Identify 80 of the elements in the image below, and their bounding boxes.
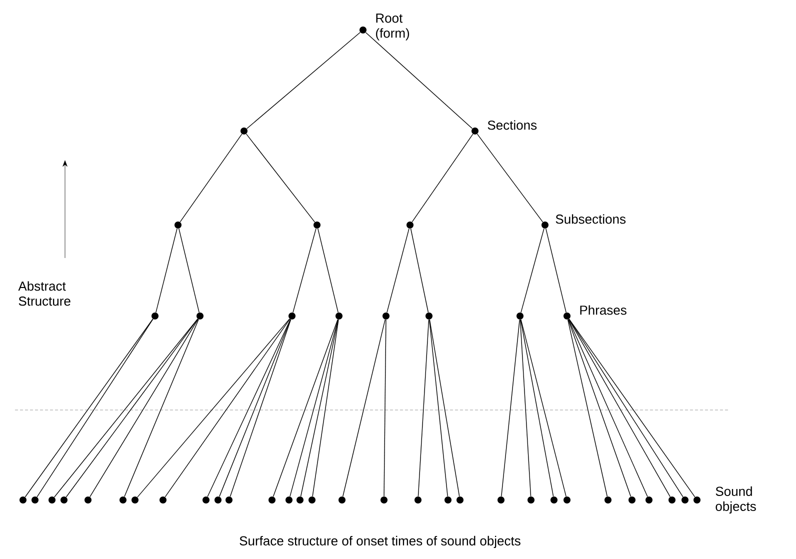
dot [314, 222, 320, 228]
tree-line [567, 319, 608, 497]
dot [268, 496, 276, 504]
tree-line [520, 319, 566, 497]
tree-line [318, 228, 338, 313]
dot [308, 496, 316, 504]
dot [160, 496, 166, 504]
tree-line [520, 228, 544, 313]
tree-line [568, 319, 648, 497]
tree-line [384, 319, 386, 497]
tree-line [180, 134, 242, 222]
dot [336, 312, 342, 320]
tree-line [246, 134, 316, 222]
dot [338, 496, 346, 504]
dot [48, 496, 56, 504]
dot [20, 496, 26, 504]
dot [240, 128, 248, 134]
dot [152, 312, 158, 320]
level-label: Subsections [556, 214, 626, 224]
dot [286, 496, 292, 504]
dot [498, 496, 504, 504]
dot [604, 496, 612, 504]
dot [196, 312, 204, 320]
dot [174, 222, 182, 228]
tree-line [429, 319, 448, 497]
dot [444, 496, 452, 504]
axis-label: Abstract Structure [18, 281, 70, 306]
tree-line [124, 319, 199, 497]
dot [528, 496, 534, 504]
dot [32, 496, 38, 504]
tree-line [272, 319, 338, 497]
tree-line [429, 319, 460, 497]
tree-line [476, 134, 544, 222]
level-label: Sections [488, 120, 537, 130]
tree-line [156, 228, 178, 313]
dot [646, 496, 652, 504]
dot [414, 496, 422, 504]
dot [406, 222, 414, 228]
dot [516, 312, 524, 320]
tree-line [412, 134, 474, 222]
dot [564, 496, 570, 504]
tree-line [418, 319, 430, 497]
dot [214, 496, 222, 504]
dot [668, 496, 676, 504]
dot [202, 496, 210, 504]
tree-line [290, 319, 338, 497]
tree-line [546, 228, 566, 313]
dot [628, 496, 636, 504]
tree-line [90, 318, 198, 498]
tree-line [386, 228, 410, 313]
tree-line [230, 319, 292, 497]
dot [682, 496, 688, 504]
tree-line [365, 32, 473, 129]
tree-line [520, 319, 532, 497]
dot [226, 496, 232, 504]
tree-line [568, 319, 632, 497]
tree-line [246, 32, 361, 129]
tree-line [410, 228, 429, 313]
tree-line [178, 228, 200, 313]
tree-line [501, 319, 520, 497]
dot [60, 496, 68, 504]
caption: Surface structure of onset times of sound objects [240, 536, 520, 548]
level-label: Phrases [580, 305, 626, 315]
tree-line [520, 319, 554, 497]
tree-line [300, 319, 339, 497]
dot [296, 496, 304, 504]
tree-line [342, 319, 386, 497]
dot [288, 312, 296, 320]
tree-line [312, 319, 339, 497]
tree-line [137, 318, 290, 498]
dot [382, 312, 390, 320]
dot [380, 496, 388, 504]
level-label: Root (form) [376, 14, 410, 40]
level-label: Sound objects [716, 486, 756, 514]
dot [426, 312, 432, 320]
dot [120, 496, 126, 504]
tree-line [292, 228, 316, 313]
dot [132, 496, 138, 504]
dot [456, 496, 464, 504]
tree-line [164, 318, 290, 498]
